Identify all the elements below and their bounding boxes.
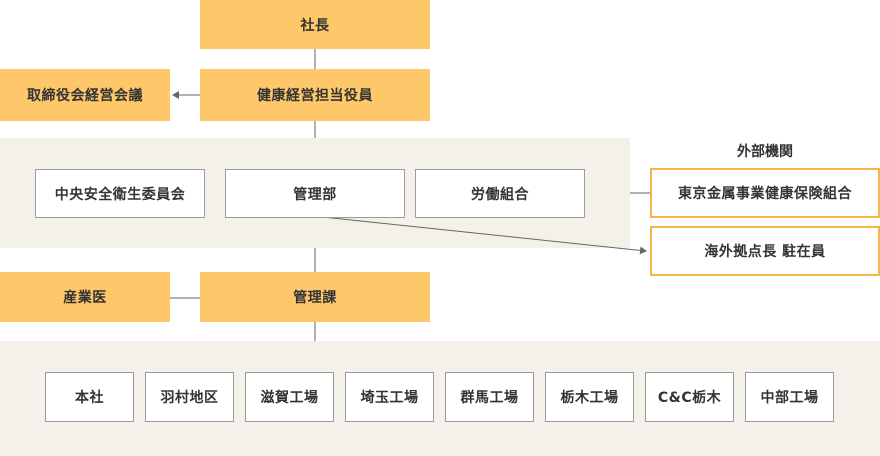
external-box-overseas: 海外拠点長 駐在員 [650, 226, 880, 276]
external-heading: 外部機関 [737, 144, 793, 160]
site-box-shiga: 滋賀工場 [245, 372, 334, 422]
site-box-hamura: 羽村地区 [145, 372, 234, 422]
site-box-cc-tochigi: C&C栃木 [645, 372, 734, 422]
site-box-honsha: 本社 [45, 372, 134, 422]
external-box-insurance: 東京金属事業健康保険組合 [650, 168, 880, 218]
section-box: 管理課 [200, 272, 430, 322]
line-kanribu-overseas [312, 215, 647, 255]
site-box-gunma: 群馬工場 [445, 372, 534, 422]
doctor-box: 産業医 [0, 272, 170, 322]
site-box-saitama: 埼玉工場 [345, 372, 434, 422]
site-box-chubu: 中部工場 [745, 372, 834, 422]
site-box-tochigi: 栃木工場 [545, 372, 634, 422]
committee-box-admin: 管理部 [225, 169, 405, 218]
board-box: 取締役会経営会議 [0, 69, 170, 121]
officer-box: 健康経営担当役員 [200, 69, 430, 121]
committee-box-union: 労働組合 [415, 169, 585, 218]
committee-box-safety: 中央安全衛生委員会 [35, 169, 205, 218]
president-box: 社長 [200, 0, 430, 49]
